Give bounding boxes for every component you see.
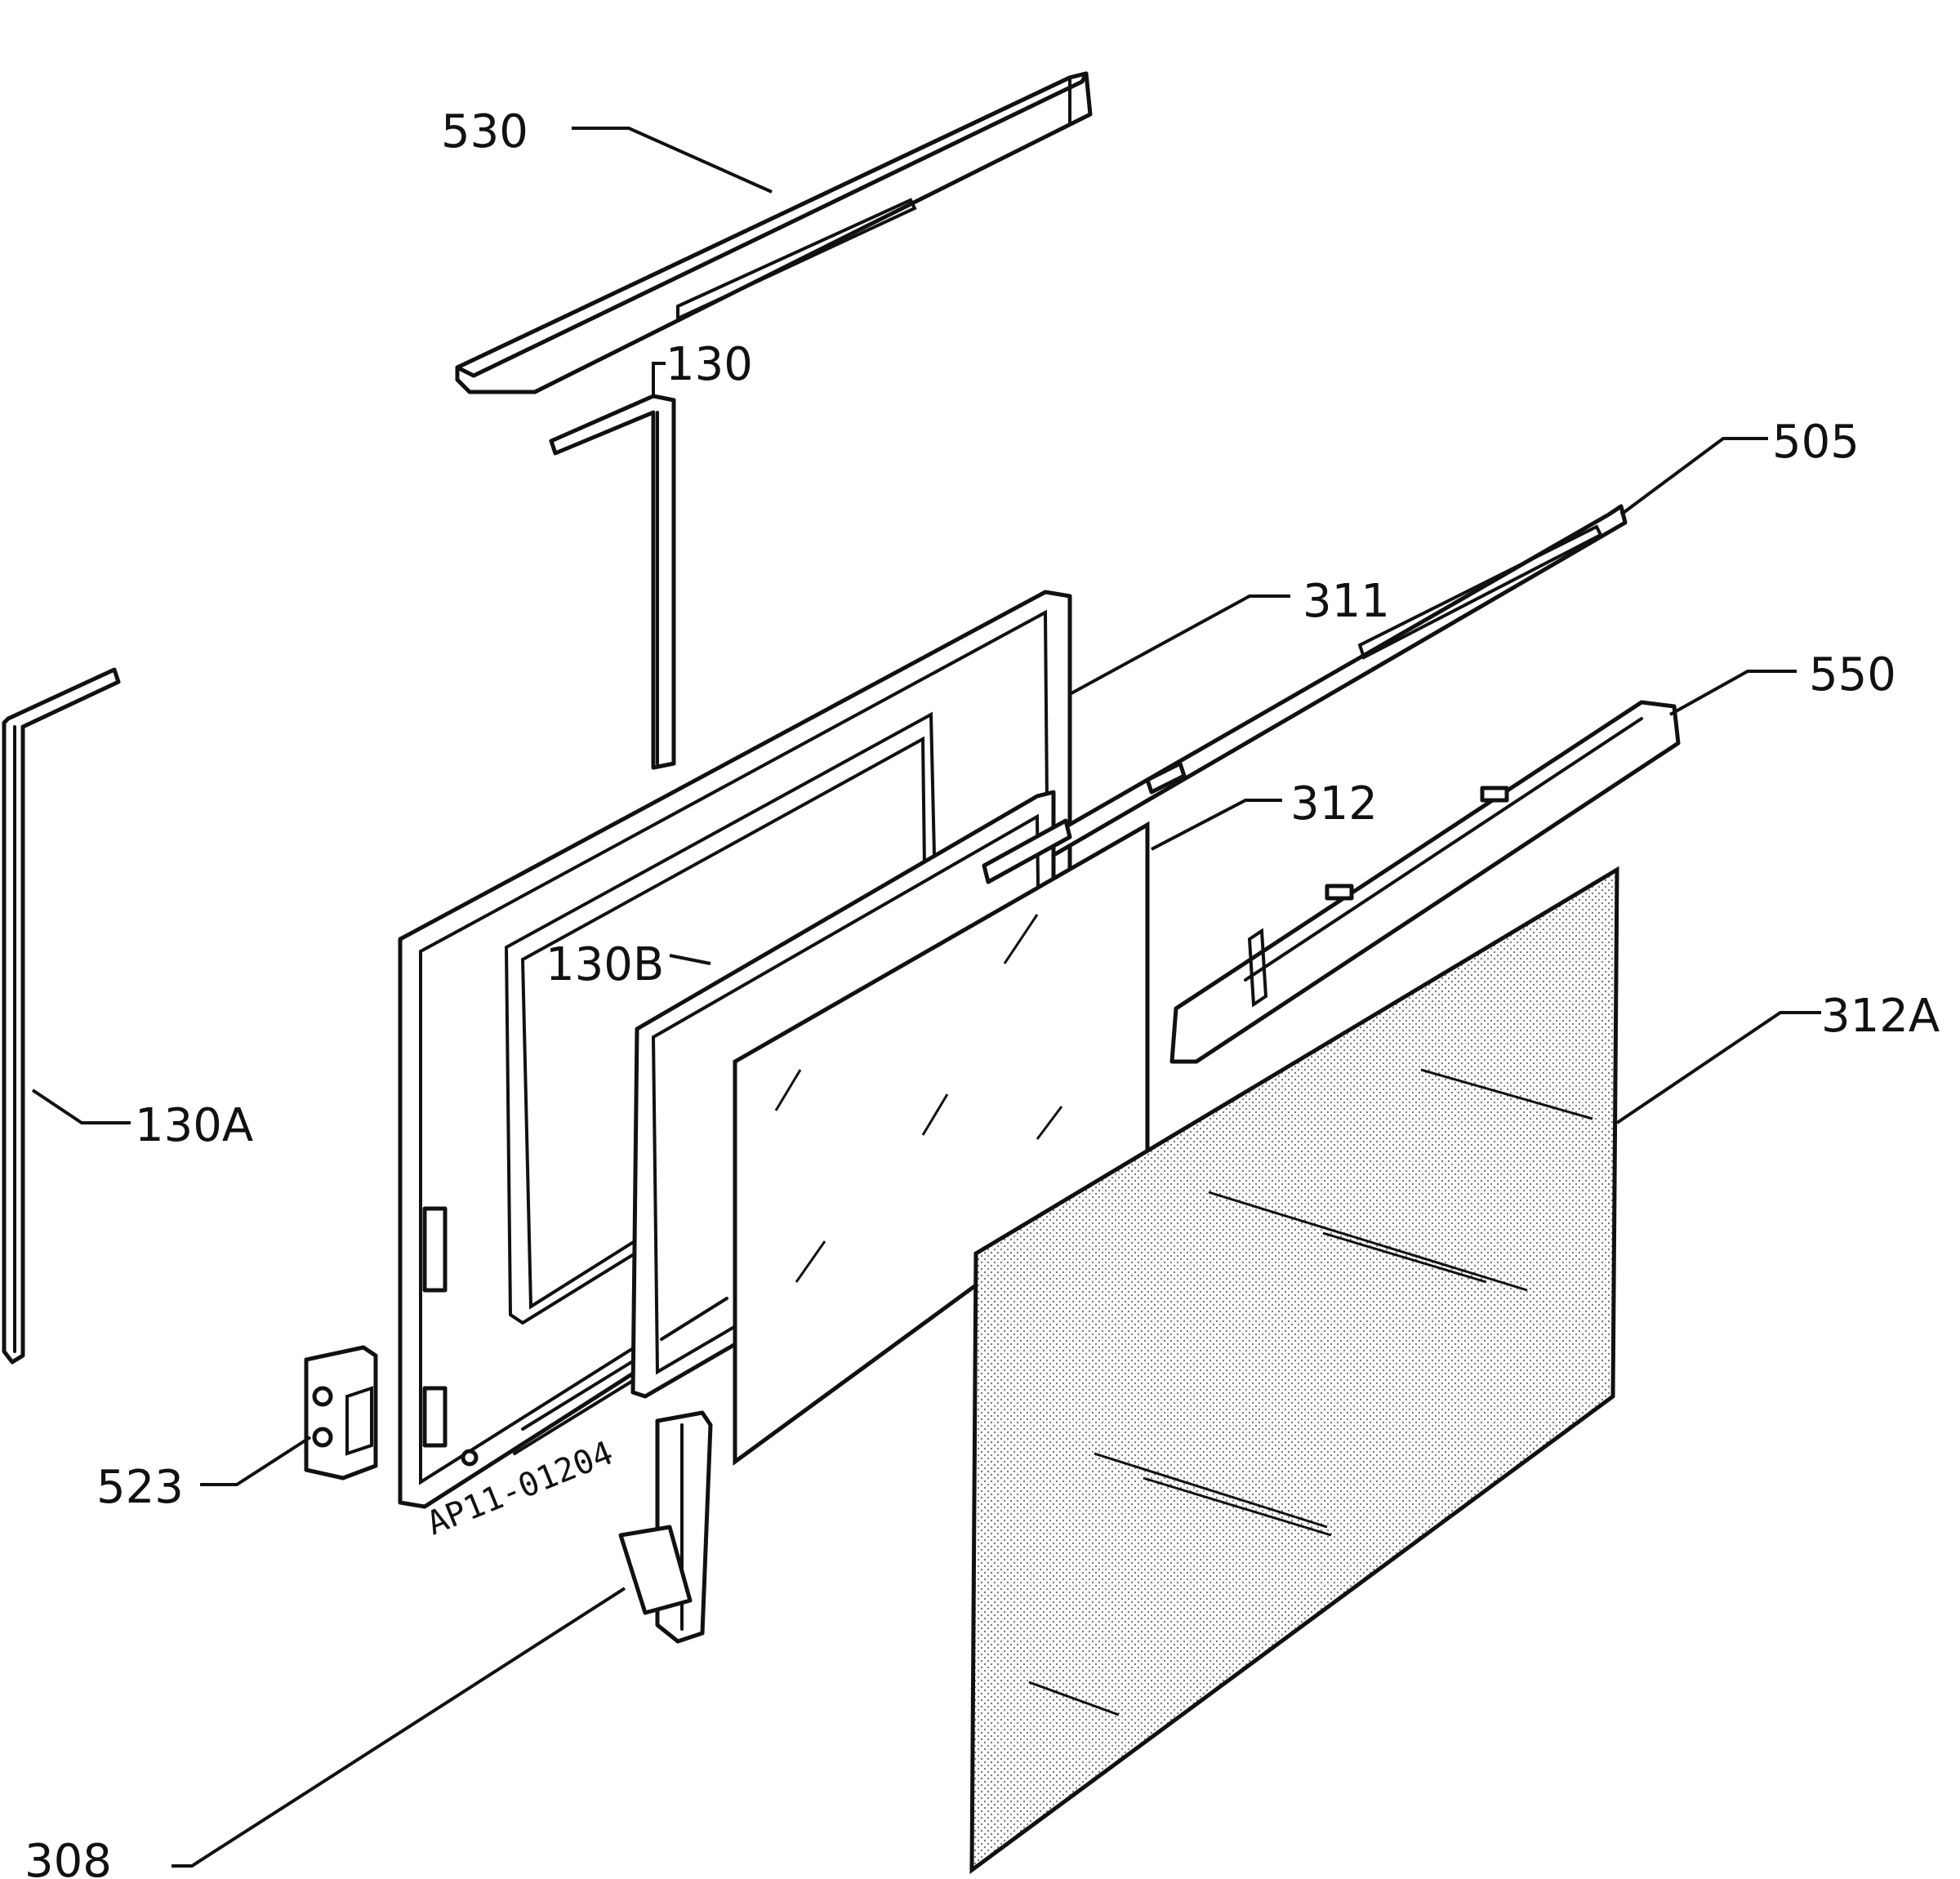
- part-523-bracket: [304, 1345, 378, 1480]
- callout-130a: 130A: [135, 1099, 253, 1152]
- leader-lines: [31, 127, 1821, 1868]
- part-312-inner-glass: [733, 818, 1150, 1466]
- callout-550: 550: [1809, 648, 1896, 701]
- callout-130: 130: [666, 338, 753, 391]
- callout-530: 530: [441, 105, 528, 158]
- part-530-top-trim: [455, 71, 1093, 394]
- part-308-hinge: [618, 1410, 713, 1644]
- callout-312a: 312A: [1821, 990, 1940, 1043]
- callout-130b: 130B: [546, 938, 664, 991]
- callout-505: 505: [1772, 416, 1860, 469]
- callout-308: 308: [24, 1835, 112, 1879]
- callout-523: 523: [96, 1461, 184, 1514]
- part-550-hinge-strip: [1169, 700, 1681, 1064]
- callout-311: 311: [1303, 575, 1390, 628]
- part-130a-side-seal: [2, 667, 121, 1365]
- callout-312: 312: [1290, 777, 1378, 830]
- part-130-seal: [549, 394, 676, 770]
- part-312a-outer-glass: [969, 866, 1619, 1874]
